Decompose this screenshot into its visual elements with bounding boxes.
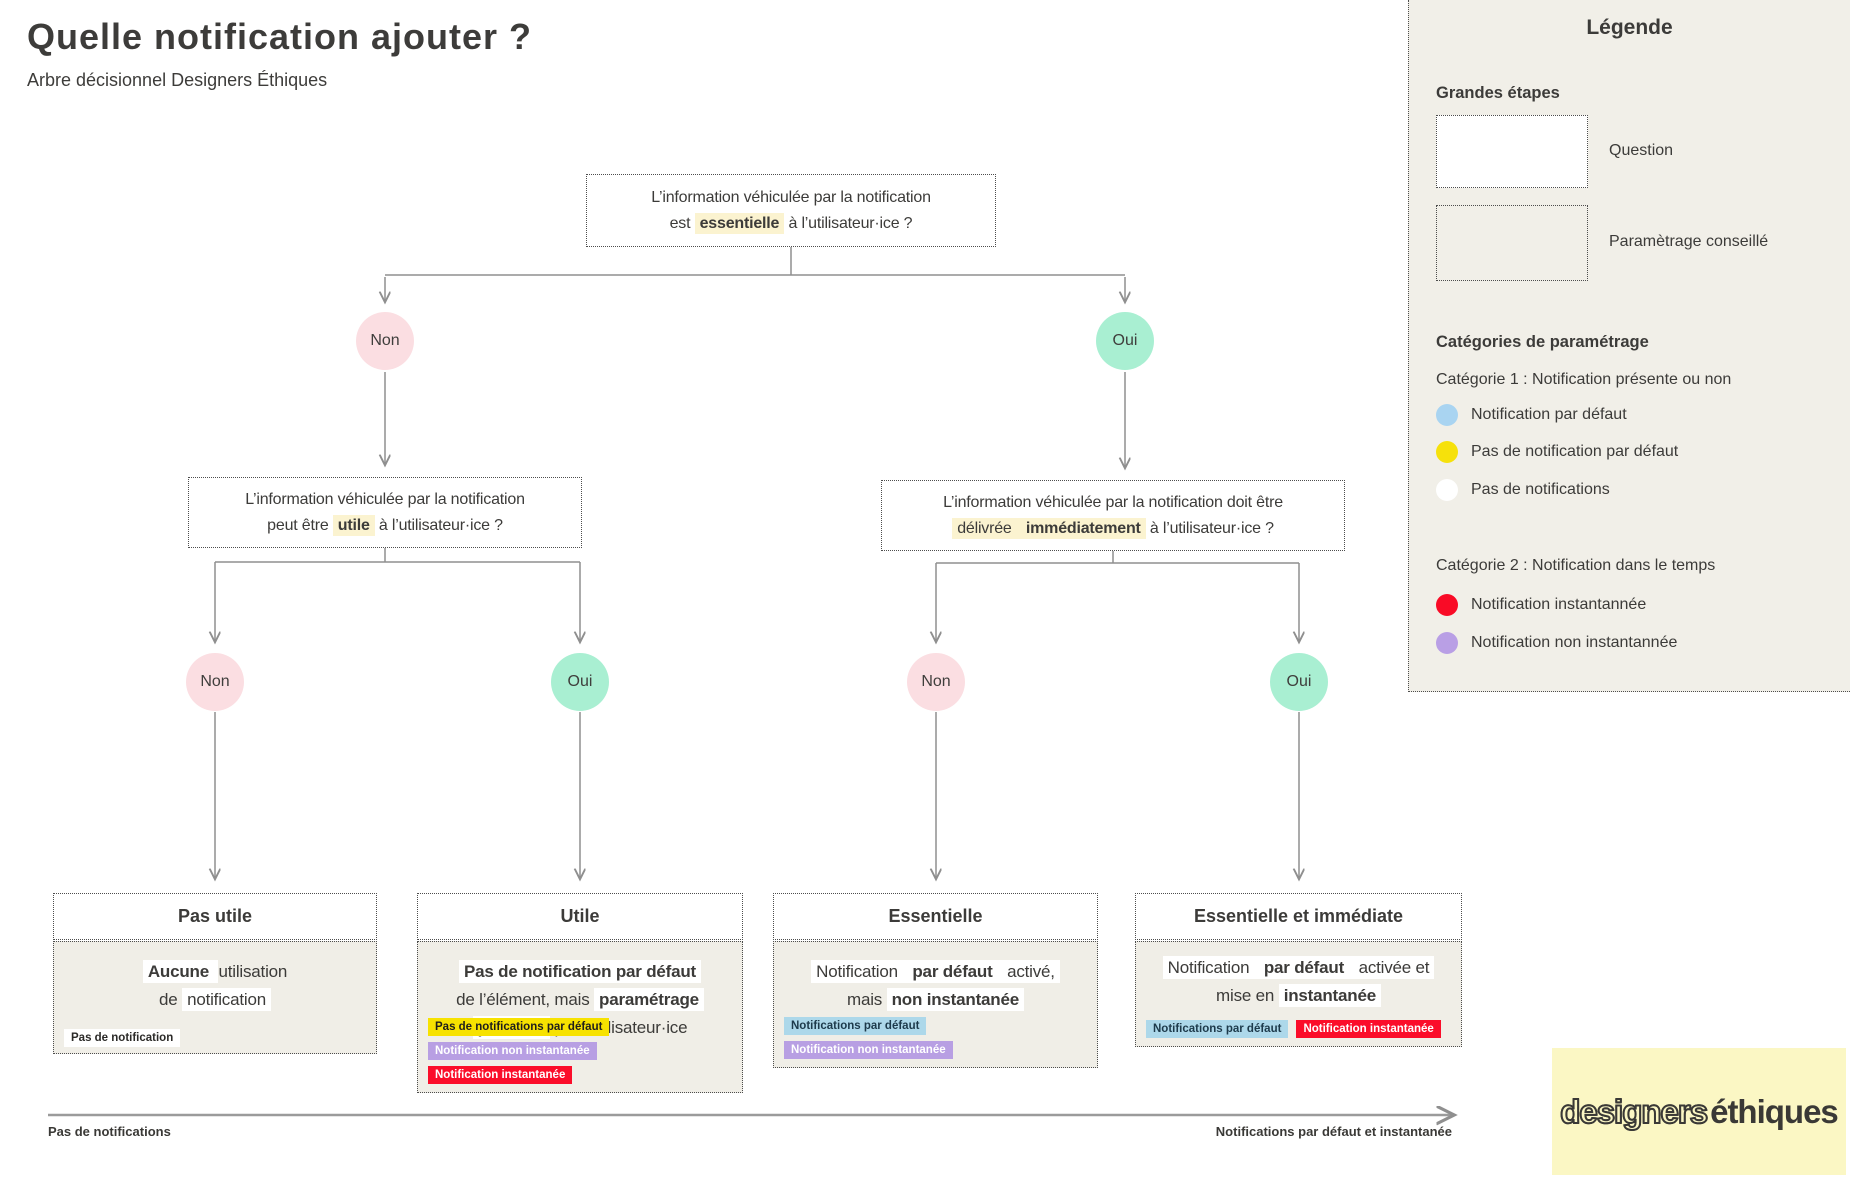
logo-word-designers: designers bbox=[1559, 1092, 1709, 1131]
legend-dot-white bbox=[1436, 479, 1458, 501]
legend-item-label: Notification par défaut bbox=[1471, 406, 1627, 423]
outcome-text: Notification par défaut activé,mais non … bbox=[782, 958, 1089, 1014]
legend-title: Légende bbox=[1586, 16, 1673, 39]
legend-item-label: Pas de notification par défaut bbox=[1471, 443, 1679, 460]
axis-right-label: Notifications par défaut et instantanée bbox=[1215, 1124, 1452, 1139]
legend-question-swatch bbox=[1436, 115, 1588, 188]
legend-item-label: Notification non instantannée bbox=[1471, 634, 1678, 651]
answer-node-non-2a: Non bbox=[186, 653, 244, 711]
question-right: L’information véhiculée par la notificat… bbox=[881, 480, 1345, 552]
outcome-title-essentielle-immediate: Essentielle et immédiate bbox=[1135, 893, 1462, 940]
legend-dot-purple bbox=[1436, 632, 1458, 654]
question-right-text: L’information véhiculée par la notificat… bbox=[943, 494, 1283, 539]
outcome-badge: Notifications par défaut bbox=[1146, 1020, 1289, 1038]
outcome-badges: Pas de notification bbox=[64, 1029, 366, 1047]
legend-dot-yellow bbox=[1436, 441, 1458, 463]
outcome-badges: Pas de notifications par défaut Notifica… bbox=[428, 1018, 732, 1084]
legend-item-label: Pas de notifications bbox=[1471, 481, 1610, 498]
legend-item-label: Notification instantannée bbox=[1471, 596, 1647, 613]
outcome-title-essentielle: Essentielle bbox=[773, 893, 1098, 940]
axis-left-label: Pas de notifications bbox=[48, 1124, 171, 1139]
answer-node-non-2b: Non bbox=[907, 653, 965, 711]
legend-category2-label: Catégorie 2 : Notification dans le temps bbox=[1436, 557, 1716, 574]
answer-node-oui-1: Oui bbox=[1096, 312, 1154, 370]
legend-question-label: Question bbox=[1609, 142, 1674, 159]
outcome-badge: Pas de notification bbox=[64, 1029, 181, 1047]
legend-category1-label: Catégorie 1 : Notification présente ou n… bbox=[1436, 371, 1732, 388]
page-title: Quelle notification ajouter ? bbox=[27, 16, 533, 57]
question-root-text: L’information véhiculée par la notificat… bbox=[651, 188, 931, 234]
logo-word-ethiques: éthiques bbox=[1710, 1092, 1839, 1130]
legend-steps-heading: Grandes étapes bbox=[1436, 84, 1560, 102]
answer-node-oui-2b: Oui bbox=[1270, 653, 1328, 711]
outcome-badge: Pas de notifications par défaut bbox=[428, 1018, 610, 1036]
outcome-title-pas-utile: Pas utile bbox=[53, 893, 377, 940]
outcome-badge: Notification instantanée bbox=[428, 1066, 573, 1084]
outcome-title-utile: Utile bbox=[417, 893, 743, 940]
question-left-text: L’information véhiculée par la notificat… bbox=[245, 491, 525, 536]
legend-dot-blue bbox=[1436, 404, 1458, 426]
question-left: L’information véhiculée par la notificat… bbox=[188, 477, 582, 549]
outcome-badges: Notifications par défaut Notification in… bbox=[1146, 1020, 1451, 1038]
legend-panel: Légende Grandes étapes Question Paramètr… bbox=[1408, 0, 1850, 692]
outcome-badge: Notifications par défaut bbox=[784, 1017, 927, 1035]
outcome-body-essentielle: Notification par défaut activé,mais non … bbox=[773, 941, 1098, 1068]
legend-advice-label: Paramètrage conseillé bbox=[1609, 233, 1769, 250]
outcome-badge: Notification non instantanée bbox=[428, 1042, 597, 1060]
page-subtitle: Arbre décisionnel Designers Éthiques bbox=[27, 70, 328, 90]
answer-node-oui-2a: Oui bbox=[551, 653, 609, 711]
legend-dot-red bbox=[1436, 594, 1458, 616]
outcome-badges: Notifications par défaut Notification no… bbox=[784, 1017, 1087, 1059]
legend-advice-swatch bbox=[1436, 205, 1588, 281]
outcome-badge: Notification instantanée bbox=[1296, 1020, 1441, 1038]
answer-node-non-1: Non bbox=[356, 312, 414, 370]
question-root: L’information véhiculée par la notificat… bbox=[586, 174, 996, 247]
legend-categories-heading: Catégories de paramétrage bbox=[1436, 333, 1649, 351]
outcome-badge: Notification non instantanée bbox=[784, 1041, 953, 1059]
